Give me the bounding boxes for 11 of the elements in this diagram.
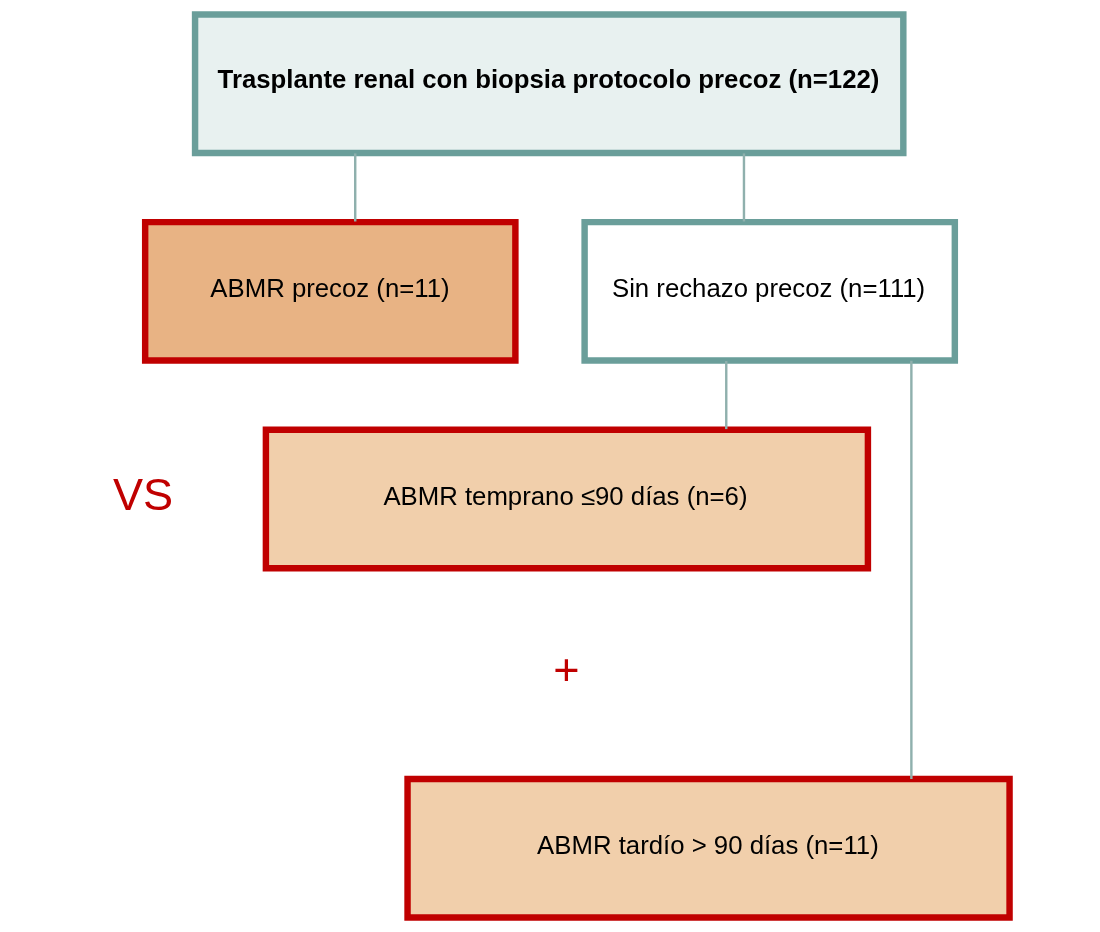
- label: VS: [112, 469, 174, 521]
- connector: [742, 153, 746, 222]
- label: +: [553, 643, 580, 695]
- node-box: ABMR temprano ≤90 días (n=6): [262, 426, 872, 572]
- node-box: ABMR precoz (n=11): [141, 218, 519, 364]
- node-box: Sin rechazo precoz (n=111): [581, 218, 959, 364]
- node-box: Trasplante renal con biopsia protocolo precoz (n=122): [191, 11, 907, 157]
- node-box: ABMR tardío > 90 días (n=11): [404, 775, 1013, 921]
- connector: [354, 153, 357, 222]
- connector: [910, 360, 913, 779]
- connector: [725, 361, 728, 430]
